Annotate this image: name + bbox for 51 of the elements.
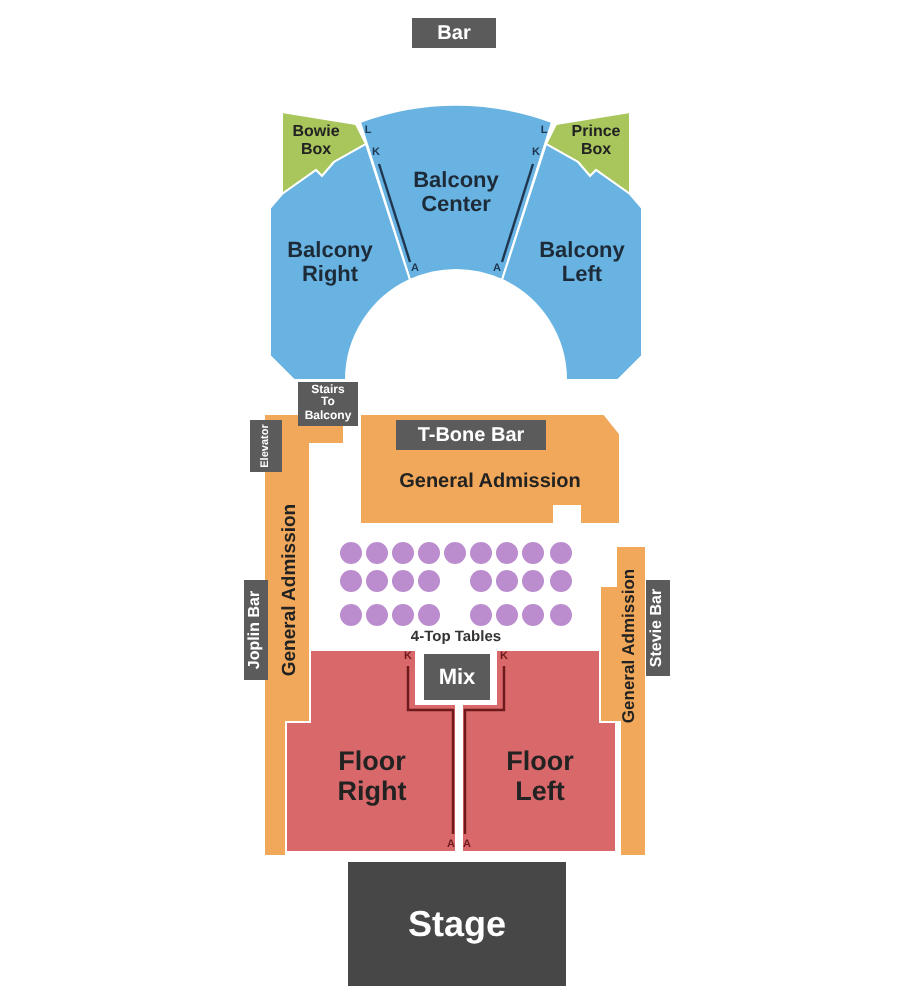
section-label: General Admission [620, 568, 640, 724]
section-label: Balcony Center [413, 169, 499, 219]
table-icon [470, 541, 493, 563]
table-icon [496, 569, 519, 591]
stage-label: Stage [407, 903, 507, 945]
table-icon [444, 541, 466, 563]
section-label: Floor Left [506, 745, 574, 807]
section-label: Bowie Box [292, 124, 340, 160]
table-icon [391, 603, 414, 625]
table-icon [339, 569, 361, 591]
elevator-sign [250, 420, 282, 472]
bar-block [412, 18, 496, 48]
table-icon [549, 541, 571, 563]
section-label: Balcony Right [287, 239, 373, 289]
balcony-section [502, 144, 642, 380]
bar-block [396, 420, 546, 450]
bar-block [646, 580, 670, 676]
table-icon [365, 541, 388, 563]
table-icon [549, 603, 571, 625]
table-icon [522, 569, 545, 591]
table-icon [417, 541, 440, 563]
table-icon [417, 569, 440, 591]
table-icon [470, 569, 493, 591]
table-icon [496, 603, 519, 625]
table-icon [391, 569, 414, 591]
table-icon [549, 569, 571, 591]
section-label: Floor Right [337, 745, 407, 807]
bar-label: Stevie Bar [649, 588, 667, 668]
booth-label: Mix [438, 664, 476, 690]
section-label: General Admission [399, 470, 581, 494]
section-label: General Admission [281, 503, 303, 677]
bar-label: Joplin Bar [247, 590, 265, 670]
bar-label: T-Bone Bar [417, 423, 525, 447]
stage-block [348, 862, 566, 986]
table-icon [522, 541, 545, 563]
section-label: Prince Box [571, 124, 621, 160]
table-icon [339, 541, 361, 563]
bar-label: Bar [437, 21, 471, 45]
table-icon [470, 603, 493, 625]
table-icon [522, 603, 545, 625]
table-icon [339, 603, 361, 625]
table-icon [365, 569, 388, 591]
table-icon [365, 603, 388, 625]
table-icon [417, 603, 440, 625]
mix-booth [424, 654, 490, 700]
balcony-section [270, 144, 410, 380]
general-admission-area [360, 414, 620, 524]
table-icon [391, 541, 414, 563]
bar-block [244, 580, 268, 680]
section-label: Balcony Left [539, 239, 625, 289]
table-icon [496, 541, 519, 563]
